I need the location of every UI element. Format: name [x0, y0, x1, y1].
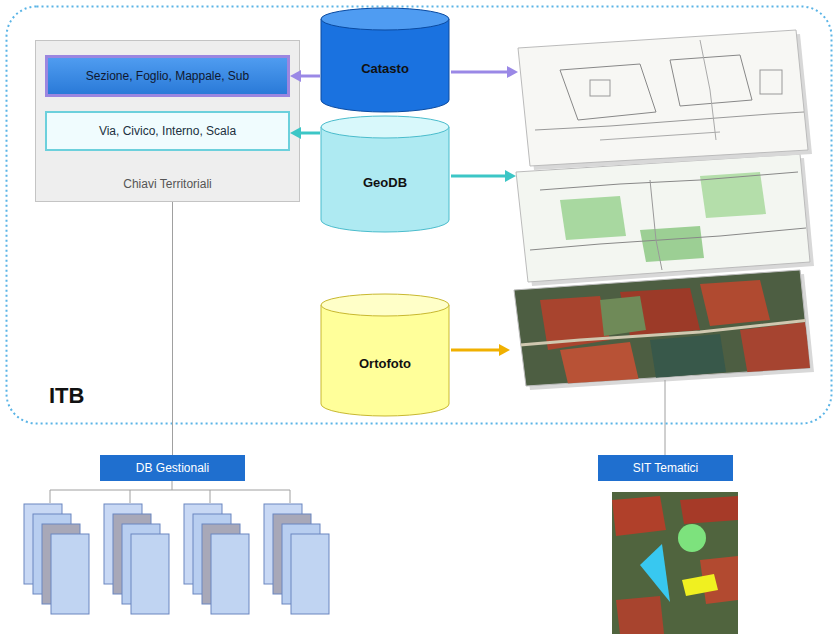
cylinder-shape — [320, 7, 450, 113]
database-cylinder: Ortofoto — [320, 293, 450, 417]
label-box: DB Gestionali — [100, 455, 245, 481]
node-label: Chiavi Territoriali — [123, 177, 211, 191]
region-outline: ITB Chiavi Territoriali Sezione, Foglio, M… — [5, 5, 833, 425]
key-box: Sezione, Foglio, Mappale, Sub — [45, 55, 290, 97]
document-stacks — [24, 504, 329, 614]
map-layers — [514, 30, 814, 392]
node-label: Via, Civico, Interno, Scala — [99, 124, 236, 138]
node-label: SIT Tematici — [633, 461, 699, 475]
node-label: GeoDB — [363, 175, 407, 190]
thematic-map — [612, 492, 738, 634]
node-label: Catasto — [361, 61, 409, 76]
node-label: DB Gestionali — [136, 461, 209, 475]
cylinder-shape — [320, 115, 450, 233]
leader-line — [665, 380, 666, 455]
database-cylinder: GeoDB — [320, 115, 450, 233]
label-box: SIT Tematici — [598, 455, 733, 481]
connector — [290, 127, 320, 139]
node-label: Ortofoto — [359, 356, 411, 371]
connector — [172, 202, 173, 455]
connector — [290, 70, 320, 82]
node-label: Sezione, Foglio, Mappale, Sub — [86, 69, 249, 83]
key-panel: Chiavi Territoriali Sezione, Foglio, Mapp… — [35, 40, 300, 202]
document-tree — [50, 481, 290, 503]
key-box: Via, Civico, Interno, Scala — [45, 111, 290, 151]
database-cylinder: Catasto — [320, 7, 450, 113]
node-label: ITB — [49, 383, 84, 409]
layer-arrows — [451, 66, 518, 356]
cylinder-shape — [320, 293, 450, 417]
